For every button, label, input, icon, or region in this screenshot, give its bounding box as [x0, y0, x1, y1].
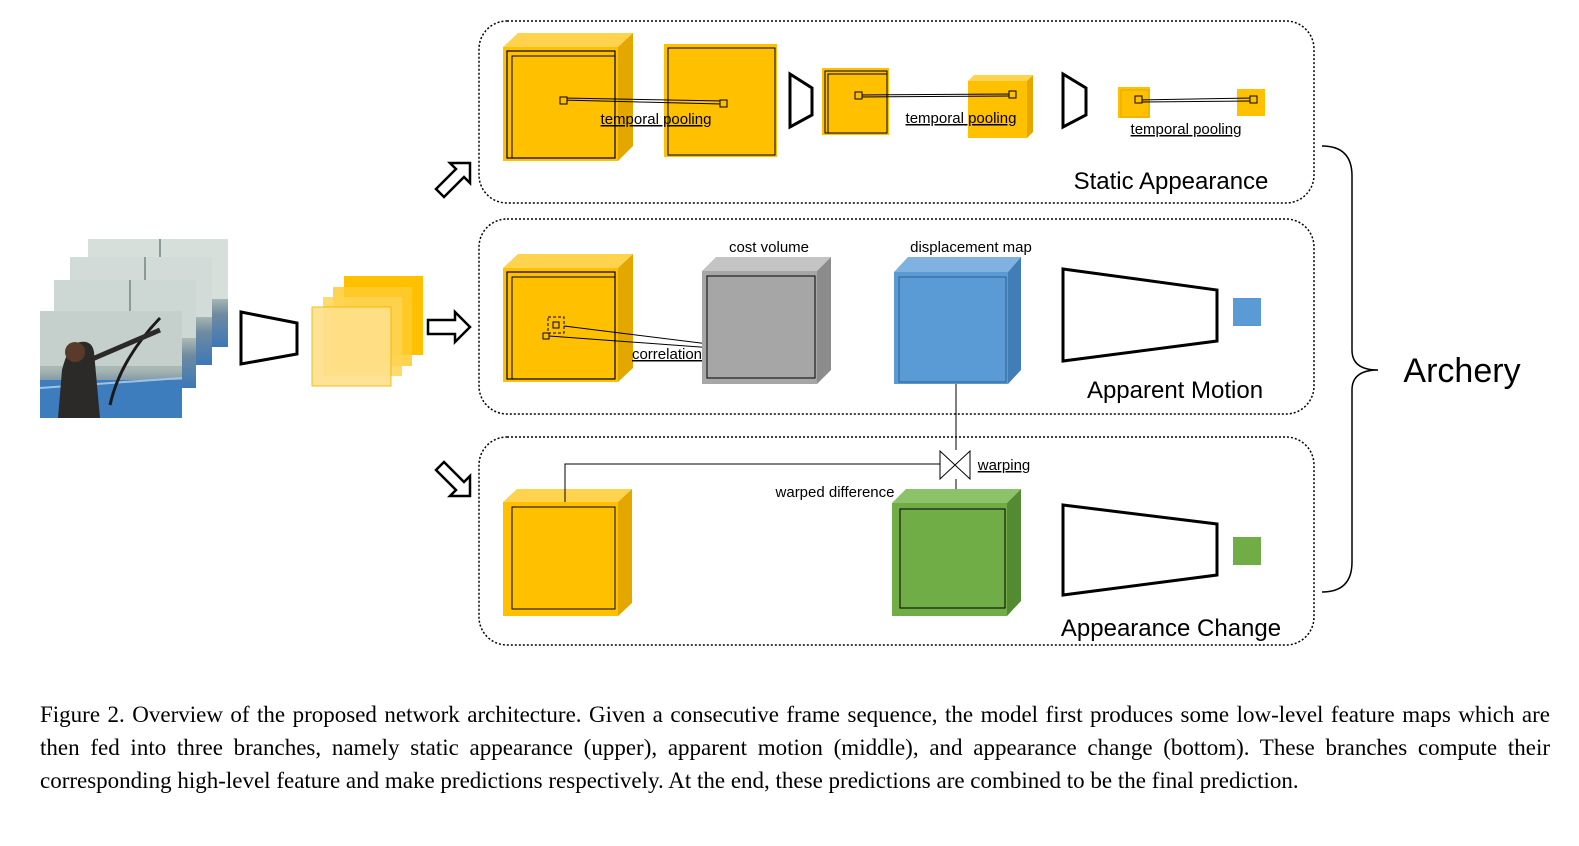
warped-difference-cube	[892, 489, 1021, 616]
arrow-to-change	[434, 460, 472, 498]
pool-kernel-1	[559, 96, 568, 105]
warped-difference-label: warped difference	[775, 484, 895, 501]
figure-caption: Figure 2. Overview of the proposed netwo…	[40, 702, 1550, 793]
static-cube-3	[822, 68, 889, 135]
warping-label: warping	[977, 457, 1031, 474]
correlation-patch	[552, 321, 560, 329]
frame-1	[39, 311, 183, 418]
architecture-diagram: temporal pooling temporal pooling tempor…	[39, 20, 1521, 646]
static-branch-box	[478, 20, 1315, 204]
change-classifier-trapezoid	[1061, 503, 1219, 597]
motion-prediction-output	[1233, 298, 1261, 326]
static-cube-5	[1118, 87, 1150, 118]
correlation-window	[547, 316, 565, 334]
static-encoder-1	[788, 71, 814, 130]
displacement-map-label: displacement map	[910, 239, 1032, 256]
motion-feature-cube	[503, 254, 633, 382]
apparent-motion-title: Apparent Motion	[1087, 377, 1263, 404]
pool-target-3	[1249, 95, 1258, 104]
arrow-to-static	[434, 161, 472, 199]
displacement-map-cube	[894, 257, 1021, 384]
feature-to-warp-line	[564, 463, 940, 502]
appearance-change-title: Appearance Change	[1061, 615, 1281, 642]
cost-volume-cube	[702, 257, 831, 384]
correlation-label: correlation	[632, 346, 702, 363]
pool-kernel-2	[854, 91, 863, 100]
pool-line-3b	[1139, 100, 1253, 103]
pool-target-1	[719, 99, 728, 108]
pool-line-1	[560, 99, 723, 105]
pool-line-2	[856, 93, 1013, 96]
input-encoder-trapezoid	[239, 310, 299, 366]
static-cube-1	[503, 33, 633, 161]
fusion-brace	[1321, 145, 1379, 593]
arrow-to-motion	[426, 308, 472, 346]
static-appearance-title: Static Appearance	[1074, 168, 1269, 195]
pool-line-3	[1137, 97, 1253, 101]
temporal-pooling-label-3: temporal pooling	[1131, 121, 1242, 138]
pool-target-2	[1008, 90, 1017, 99]
pool-line-2b	[859, 95, 1013, 98]
low-level-feature-maps	[311, 276, 423, 387]
motion-classifier-trapezoid	[1061, 267, 1219, 363]
change-feature-cube	[503, 489, 632, 616]
change-prediction-output	[1233, 537, 1261, 565]
motion-branch-box	[478, 218, 1315, 415]
input-frames	[39, 239, 228, 418]
pool-line-1b	[563, 97, 725, 102]
temporal-pooling-label-1: temporal pooling	[601, 111, 712, 128]
static-encoder-2	[1061, 71, 1088, 130]
change-branch-box	[478, 436, 1315, 646]
final-prediction-label: Archery	[1403, 352, 1520, 390]
pool-kernel-3	[1134, 95, 1143, 104]
cost-volume-label: cost volume	[729, 239, 809, 256]
static-cube-4	[968, 75, 1033, 138]
warping-operator	[939, 449, 971, 481]
temporal-pooling-label-2: temporal pooling	[906, 110, 1017, 127]
